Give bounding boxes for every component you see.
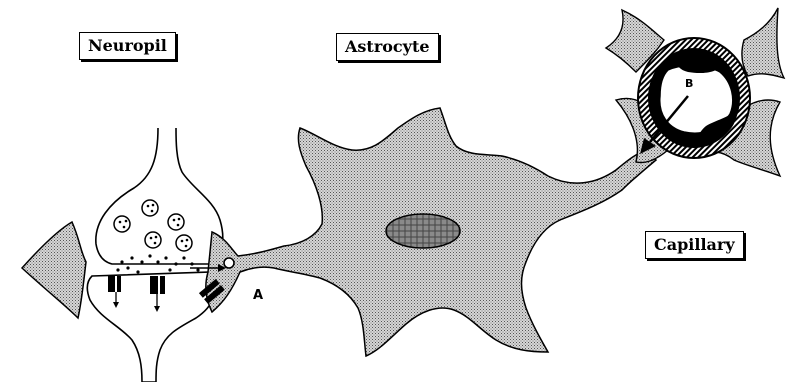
neuropil-label: Neuropil xyxy=(79,32,176,60)
astrocyte-label: Astrocyte xyxy=(336,33,439,61)
point-b-label: B xyxy=(685,77,693,90)
astrocyte-nucleus xyxy=(386,214,460,248)
capillary-endfoot-top-right xyxy=(742,8,784,78)
point-a-label: A xyxy=(253,288,263,303)
transporter-circle xyxy=(224,258,234,268)
left-glial-process xyxy=(22,222,86,318)
capillary-label: Capillary xyxy=(645,231,744,259)
